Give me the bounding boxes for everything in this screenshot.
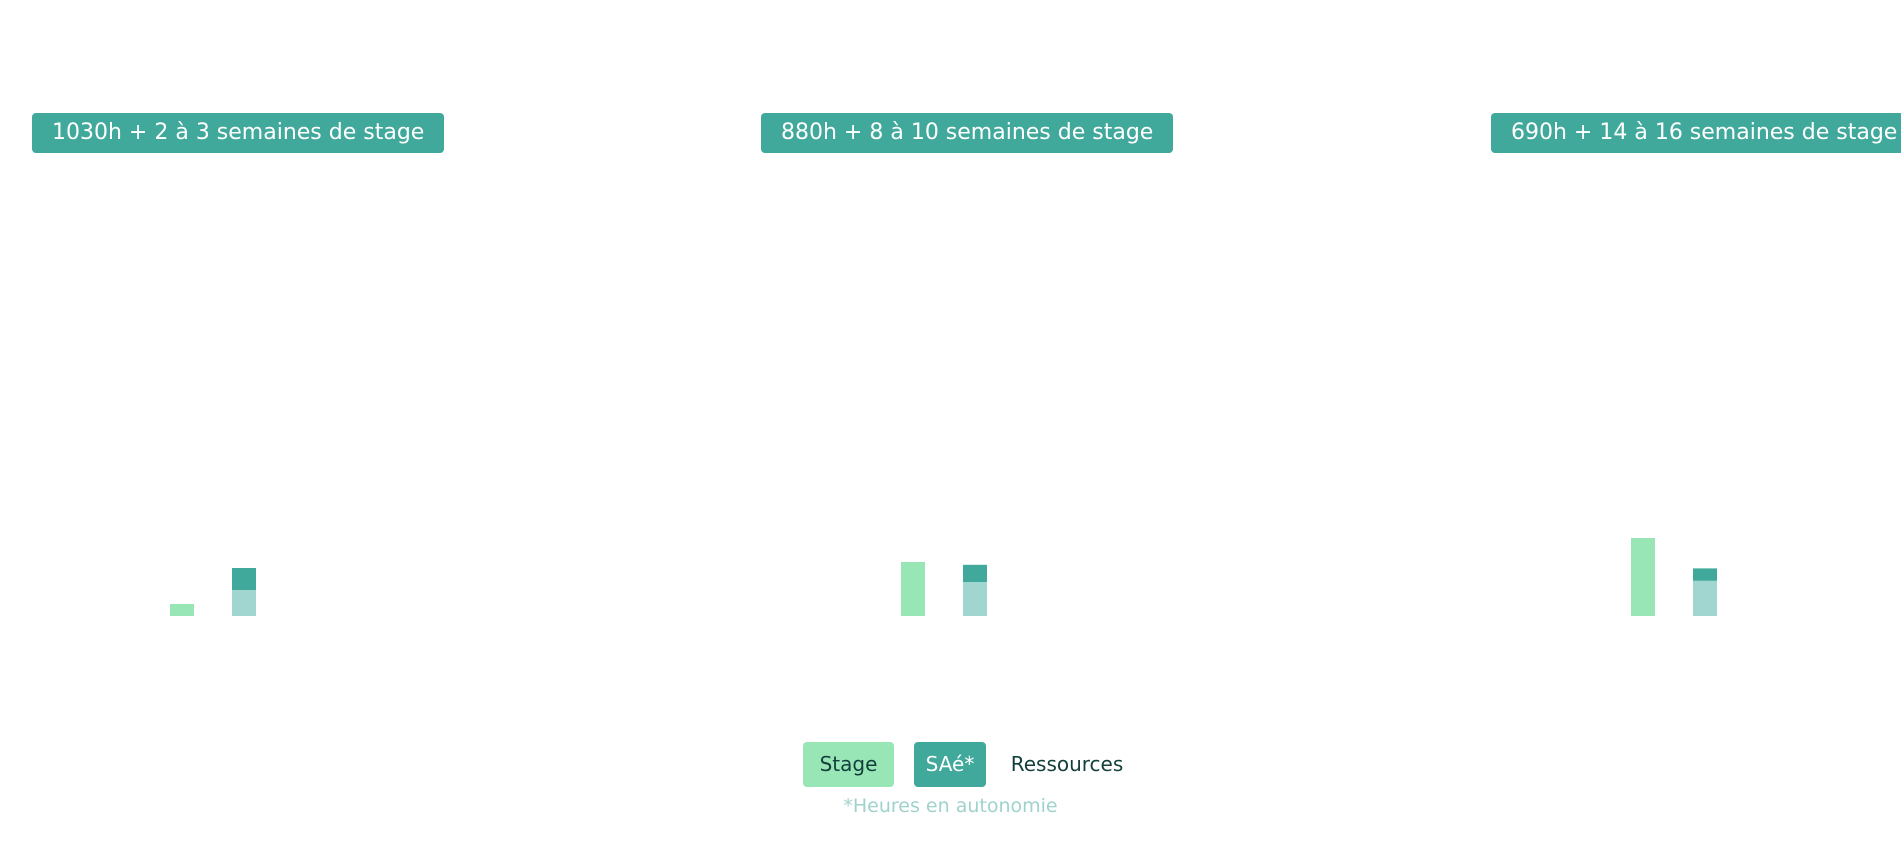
bar-sa-1-2 xyxy=(232,568,256,590)
chart-legend: Stage SAé* Ressources xyxy=(0,742,1901,787)
bar-stage-3-1 xyxy=(1631,538,1655,616)
bar-chart-3 xyxy=(1631,538,1717,616)
legend-item-stage[interactable]: Stage xyxy=(803,742,894,787)
chart-panel-1: 1030h + 2 à 3 semaines de stage xyxy=(0,0,500,700)
footnote: *Heures en autonomie xyxy=(843,795,1058,817)
bar-chart-1 xyxy=(170,568,256,616)
chart-title-pill-1: 1030h + 2 à 3 semaines de stage xyxy=(32,113,445,153)
bar-sa-2-2 xyxy=(963,564,987,582)
bar-ressources-1-2 xyxy=(232,590,256,616)
legend-item-ressources[interactable]: Ressources xyxy=(1010,752,1124,776)
bar-chart-2 xyxy=(901,562,987,616)
chart-panel-3: 690h + 14 à 16 semaines de stage xyxy=(1460,0,1901,700)
chart-title-pill-3: 690h + 14 à 16 semaines de stage xyxy=(1491,113,1901,153)
bar-sa-3-2 xyxy=(1693,568,1717,581)
bar-ressources-2-2 xyxy=(963,582,987,616)
bar-stage-1-1 xyxy=(170,604,194,616)
legend-item-sae[interactable]: SAé* xyxy=(914,742,986,787)
bar-stage-2-1 xyxy=(901,562,925,616)
chart-title-pill-2: 880h + 8 à 10 semaines de stage xyxy=(761,113,1174,153)
bar-ressources-3-2 xyxy=(1693,580,1717,616)
chart-panel-2: 880h + 8 à 10 semaines de stage xyxy=(730,0,1230,700)
